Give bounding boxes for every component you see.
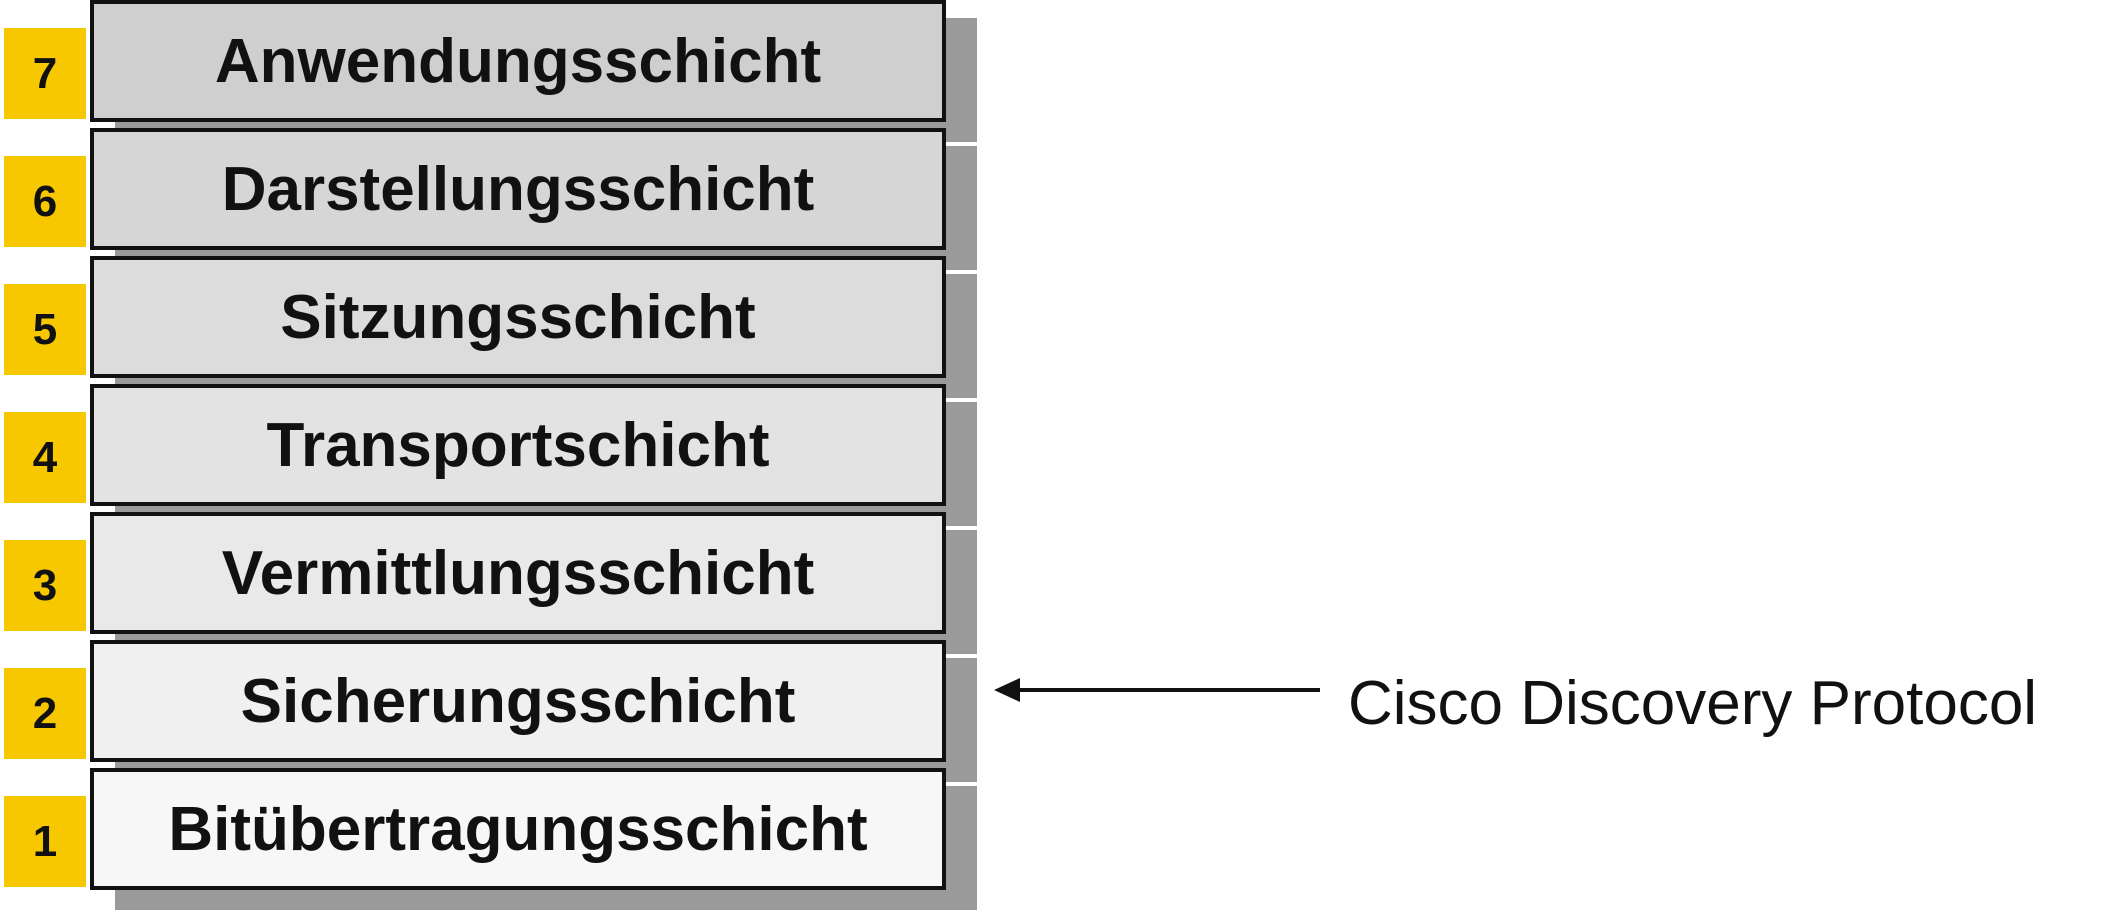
layer-box: Sitzungsschicht bbox=[90, 256, 946, 378]
arrow-head bbox=[994, 678, 1020, 702]
layer-6: 6 Darstellungsschicht bbox=[0, 128, 980, 270]
layer-label: Anwendungsschicht bbox=[214, 26, 822, 96]
layer-number: 4 bbox=[4, 412, 86, 503]
layer-box: Bitübertragungsschicht bbox=[90, 768, 946, 890]
layer-4: 4 Transportschicht bbox=[0, 384, 980, 526]
layer-1: 1 Bitübertragungsschicht bbox=[0, 768, 980, 910]
layer-3: 3 Vermittlungsschicht bbox=[0, 512, 980, 654]
arrow-left-icon bbox=[994, 678, 1320, 702]
layer-label: Vermittlungsschicht bbox=[221, 538, 815, 608]
layer-box: Sicherungsschicht bbox=[90, 640, 946, 762]
cdp-annotation: Cisco Discovery Protocol bbox=[990, 660, 2110, 760]
osi-layer-stack: 7 Anwendungsschicht 6 Darstellungsschich… bbox=[0, 0, 1000, 912]
layer-number: 5 bbox=[4, 284, 86, 375]
layer-box: Transportschicht bbox=[90, 384, 946, 506]
layer-label: Sitzungsschicht bbox=[280, 282, 756, 352]
layer-7: 7 Anwendungsschicht bbox=[0, 0, 980, 142]
layer-2: 2 Sicherungsschicht bbox=[0, 640, 980, 782]
layer-box: Darstellungsschicht bbox=[90, 128, 946, 250]
layer-number: 7 bbox=[4, 28, 86, 119]
layer-number: 3 bbox=[4, 540, 86, 631]
layer-number: 6 bbox=[4, 156, 86, 247]
layer-box: Vermittlungsschicht bbox=[90, 512, 946, 634]
layer-label: Transportschicht bbox=[266, 410, 770, 480]
layer-label: Darstellungsschicht bbox=[221, 154, 815, 224]
layer-number: 1 bbox=[4, 796, 86, 887]
layer-5: 5 Sitzungsschicht bbox=[0, 256, 980, 398]
annotation-label: Cisco Discovery Protocol bbox=[1348, 669, 2038, 738]
layer-label: Bitübertragungsschicht bbox=[168, 794, 868, 864]
layer-number: 2 bbox=[4, 668, 86, 759]
layer-box: Anwendungsschicht bbox=[90, 0, 946, 122]
layer-label: Sicherungsschicht bbox=[240, 666, 796, 736]
